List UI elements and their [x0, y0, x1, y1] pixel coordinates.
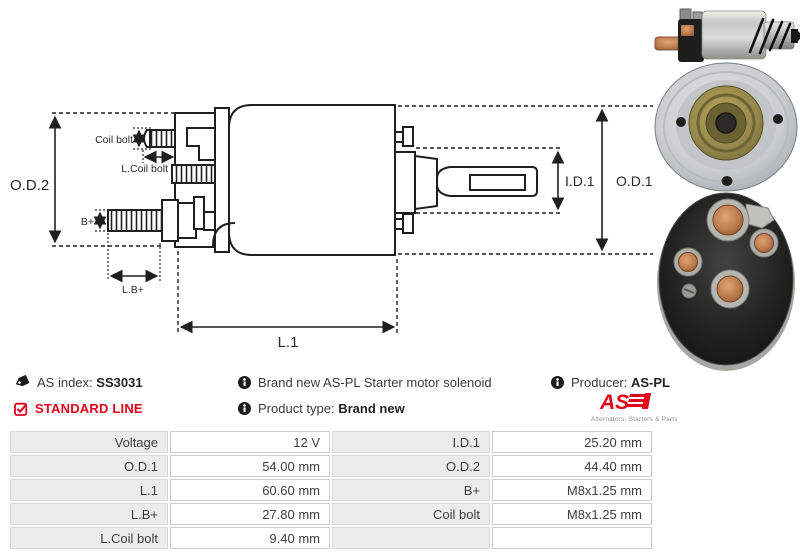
spec-value-cell: 27.80 mm: [170, 503, 330, 525]
spec-value-cell: 44.40 mm: [492, 455, 652, 477]
svg-text:AS: AS: [599, 392, 629, 412]
spec-value-cell: 54.00 mm: [170, 455, 330, 477]
spec-label-cell: [332, 527, 490, 549]
as-index-label: AS index:: [37, 375, 93, 390]
dim-l1-label: L.1: [278, 334, 299, 351]
spec-value-cell: M8x1.25 mm: [492, 479, 652, 501]
spec-label-cell: L.Coil bolt: [10, 527, 168, 549]
producer-label: Producer:: [571, 375, 628, 390]
product-type-value: Brand new: [338, 401, 405, 416]
product-type-label: Product type:: [258, 401, 335, 416]
producer-value: AS-PL: [631, 375, 670, 390]
as-pl-logo-mark: AS: [599, 391, 651, 414]
product-photos[interactable]: [650, 0, 800, 375]
photo-front-view[interactable]: [654, 62, 798, 192]
standard-line-label: STANDARD LINE: [35, 401, 143, 416]
as-pl-logo-tagline: Alternators, Starters & Parts: [591, 416, 678, 423]
spec-value-cell: 60.60 mm: [170, 479, 330, 501]
producer-row: Producer: AS-PL: [551, 375, 670, 390]
as-pl-logo: AS Alternators, Starters & Parts: [591, 391, 678, 423]
description-row: Brand new AS-PL Starter motor solenoid: [238, 375, 492, 390]
photo-rear-view[interactable]: [657, 192, 795, 371]
spec-value-cell: M8x1.25 mm: [492, 503, 652, 525]
dim-coil-bolt-label: Coil bolt: [95, 134, 133, 146]
spec-label-cell: L.B+: [10, 503, 168, 525]
as-index-value: SS3031: [96, 375, 143, 390]
photo-side-view[interactable]: [654, 8, 800, 62]
spec-label-cell: Voltage: [10, 431, 168, 453]
spec-value-cell: [492, 527, 652, 549]
description-text: Brand new AS-PL Starter motor solenoid: [258, 375, 492, 390]
info-icon: [238, 376, 251, 389]
technical-diagram: O.D.2 Coil bolt L.Coil bolt B+: [10, 104, 653, 351]
as-index: AS index: SS3031: [14, 375, 143, 390]
spec-value-cell: 12 V: [170, 431, 330, 453]
product-type-row: Product type: Brand new: [238, 401, 405, 416]
dim-od1-label: O.D.1: [616, 173, 653, 189]
info-icon: [238, 402, 251, 415]
spec-label-cell: I.D.1: [332, 431, 490, 453]
dim-lb-label: L.B+: [122, 284, 144, 296]
dim-l-coil-bolt-label: L.Coil bolt: [121, 163, 168, 175]
spec-label-cell: L.1: [10, 479, 168, 501]
standard-line: STANDARD LINE: [14, 401, 143, 416]
spec-label-cell: Coil bolt: [332, 503, 490, 525]
info-icon: [551, 376, 564, 389]
spec-label-cell: B+: [332, 479, 490, 501]
dim-b-label: B+: [81, 216, 94, 228]
spec-label-cell: O.D.1: [10, 455, 168, 477]
dim-od2-label: O.D.2: [10, 177, 49, 194]
spec-label-cell: O.D.2: [332, 455, 490, 477]
dim-id1-label: I.D.1: [565, 173, 595, 189]
spec-value-cell: 25.20 mm: [492, 431, 652, 453]
info-bar: AS index: SS3031 STANDARD LINE Brand new…: [0, 372, 800, 430]
spec-value-cell: 9.40 mm: [170, 527, 330, 549]
tag-icon: [15, 375, 30, 387]
checkbox-checked-icon: [14, 402, 28, 416]
